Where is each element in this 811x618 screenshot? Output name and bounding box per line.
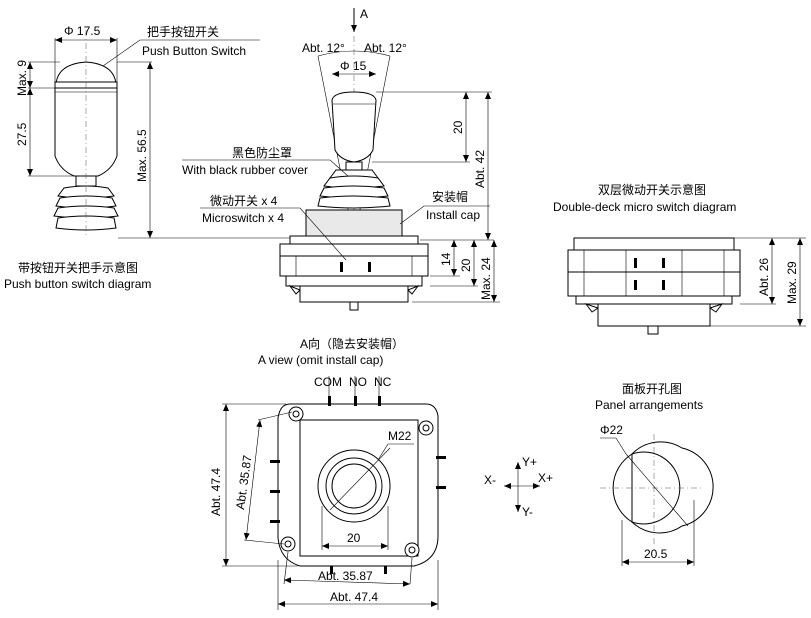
microswitch-label-en: Microswitch x 4 — [202, 211, 284, 225]
dim-abt-35-87-diagonal: Abt. 35.87 — [233, 454, 255, 510]
install-cap-label-en: Install cap — [426, 208, 480, 222]
dim-abt-47-4-horizontal: Abt. 47.4 — [330, 590, 378, 604]
rubber-cover-label-en: With black rubber cover — [182, 163, 308, 177]
dim-max-9: Max. 9 — [15, 60, 29, 96]
dim-abt-47-4-vertical: Abt. 47.4 — [209, 468, 223, 516]
dim-max-29: Max. 29 — [785, 261, 799, 304]
double-deck-caption-cn: 双层微动开关示意图 — [598, 182, 706, 197]
a-view-caption-en: A view (omit install cap) — [258, 353, 383, 367]
install-cap-label-cn: 安装帽 — [432, 189, 468, 204]
push-button-handle-drawing — [27, 30, 290, 239]
dim-20-5: 20.5 — [644, 547, 668, 561]
terminal-com-label: COM — [314, 375, 342, 389]
dim-20-body: 20 — [459, 258, 473, 272]
panel-caption-cn: 面板开孔图 — [622, 382, 682, 396]
a-view-drawing — [222, 376, 446, 610]
axis-y-plus: Y+ — [522, 455, 537, 469]
terminal-no-label: NO — [349, 375, 367, 389]
dim-phi-17-5: Φ 17.5 — [64, 24, 101, 38]
dim-14: 14 — [439, 252, 453, 266]
push-button-label-cn: 把手按钮开关 — [147, 24, 219, 39]
dim-phi-15: Φ 15 — [340, 59, 367, 73]
dim-max-24: Max. 24 — [479, 257, 493, 300]
dim-20-lever: 20 — [451, 120, 465, 134]
microswitch-label-cn: 微动开关 x 4 — [210, 194, 278, 208]
dim-max-56-5: Max. 56.5 — [135, 129, 149, 182]
dim-abt-42: Abt. 42 — [473, 150, 487, 188]
dim-abt-35-87-horizontal: Abt. 35.87 — [318, 569, 373, 583]
axis-y-minus: Y- — [522, 505, 533, 519]
axis-x-minus: X- — [484, 473, 496, 487]
a-view-caption-cn: A向（隐去安装帽） — [300, 336, 404, 351]
panel-caption-en: Panel arrangements — [595, 398, 703, 412]
xy-axes-drawing — [504, 462, 540, 512]
dim-27-5: 27.5 — [15, 122, 29, 146]
dim-abt-26: Abt. 26 — [757, 258, 771, 296]
view-arrow-a: A — [360, 7, 368, 21]
rubber-cover-label-cn: 黑色防尘罩 — [232, 145, 292, 160]
dim-phi-22: Φ22 — [600, 423, 623, 437]
dim-m22: M22 — [388, 429, 412, 443]
push-diagram-caption-cn: 带按钮开关把手示意图 — [18, 260, 138, 275]
panel-cutout-drawing — [600, 434, 714, 566]
dim-abt-12-left: Abt. 12° — [302, 41, 345, 55]
axis-x-plus: X+ — [538, 471, 553, 485]
dim-20-a-view: 20 — [347, 531, 361, 545]
push-button-label-en: Push Button Switch — [142, 44, 246, 58]
push-diagram-caption-en: Push button switch diagram — [4, 277, 151, 291]
joystick-side-view-drawing — [182, 8, 500, 311]
dim-abt-12-right: Abt. 12° — [364, 41, 407, 55]
double-deck-switch-drawing — [567, 237, 806, 335]
terminal-nc-label: NC — [374, 375, 392, 389]
double-deck-caption-en: Double-deck micro switch diagram — [553, 200, 736, 214]
